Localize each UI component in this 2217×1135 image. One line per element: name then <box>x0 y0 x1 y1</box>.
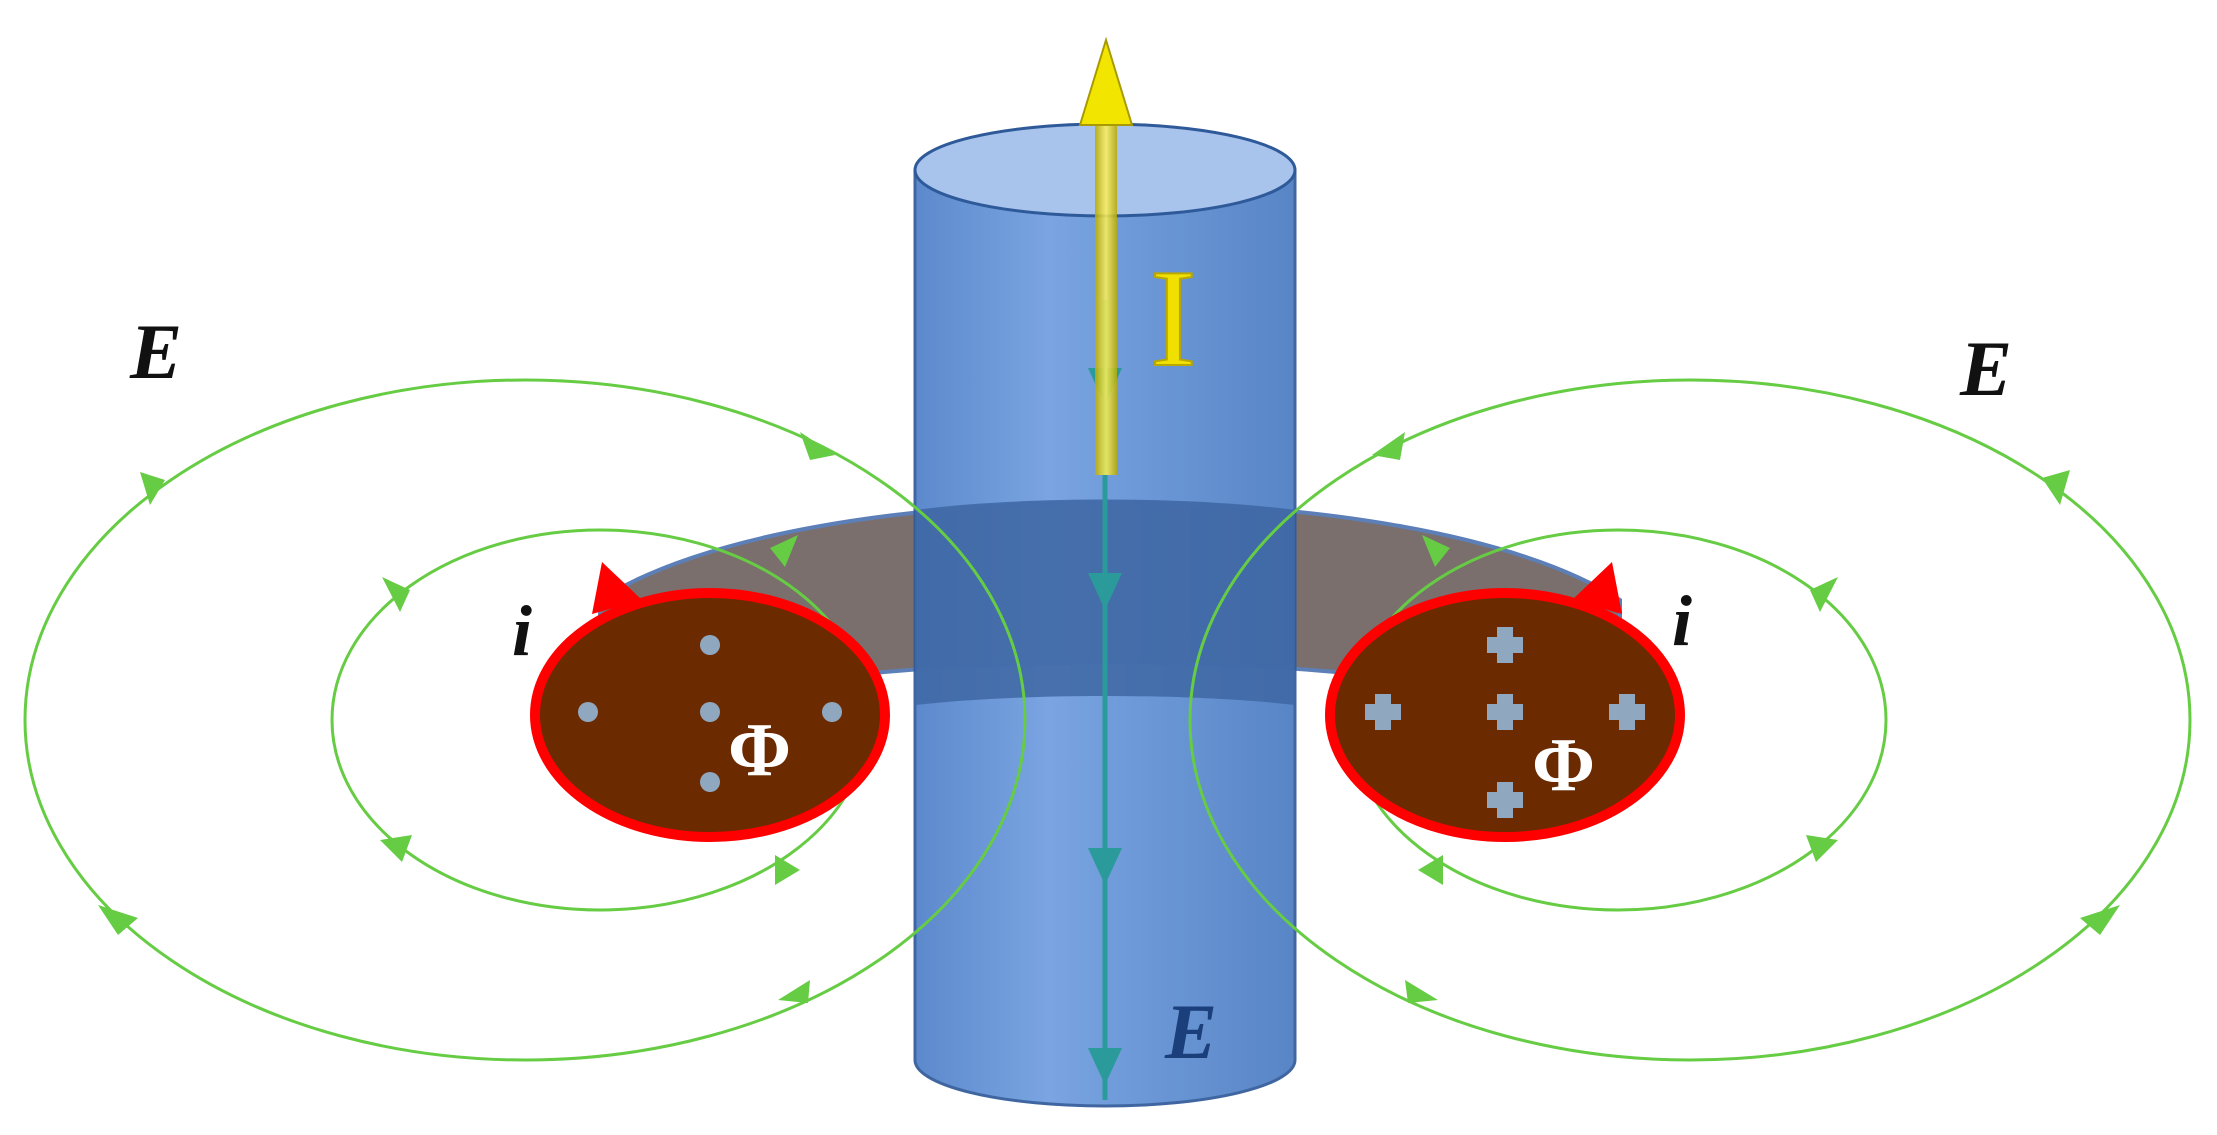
field-arrow <box>2042 470 2070 505</box>
current-left-arrow-icon <box>592 562 642 614</box>
field-arrow <box>382 577 410 612</box>
field-arrowheads <box>98 432 2120 1003</box>
field-arrow <box>1372 432 1405 460</box>
field-arrow <box>140 472 165 505</box>
field-loop-left-outer <box>23 378 1027 1062</box>
axial-arrow <box>1088 848 1122 885</box>
label-current-main: I <box>1150 241 1197 396</box>
field-arrow <box>775 855 800 885</box>
field-loop-right-outer <box>1188 378 2192 1062</box>
field-arrow <box>98 905 138 935</box>
label-field-right: E <box>1959 325 2012 412</box>
current-right-arrow-icon <box>1572 562 1622 614</box>
axial-arrow <box>1088 573 1122 610</box>
field-arrow <box>380 835 412 862</box>
field-arrow <box>2080 905 2120 935</box>
flux-dots-left <box>578 635 842 792</box>
field-arrow <box>770 535 798 567</box>
core-section-right <box>1325 562 1685 842</box>
flux-crosses-right <box>1365 627 1645 818</box>
field-arrow <box>1405 980 1438 1003</box>
label-field-axial: E <box>1164 988 1217 1075</box>
label-flux-left: Φ <box>728 708 791 792</box>
current-arrow-icon <box>1078 36 1134 475</box>
field-arrow <box>800 432 835 460</box>
label-current-left: i <box>512 591 532 671</box>
label-field-left: E <box>129 308 182 395</box>
label-current-right: i <box>1672 581 1692 661</box>
field-arrow <box>1810 577 1838 612</box>
label-flux-right: Φ <box>1532 723 1595 807</box>
field-arrow <box>778 980 810 1003</box>
axial-arrow <box>1088 1048 1122 1085</box>
field-arrow <box>1422 535 1450 567</box>
field-lines <box>23 378 2192 1062</box>
core-section-left <box>530 562 890 842</box>
field-arrow <box>1806 835 1838 862</box>
field-arrow <box>1418 855 1443 885</box>
